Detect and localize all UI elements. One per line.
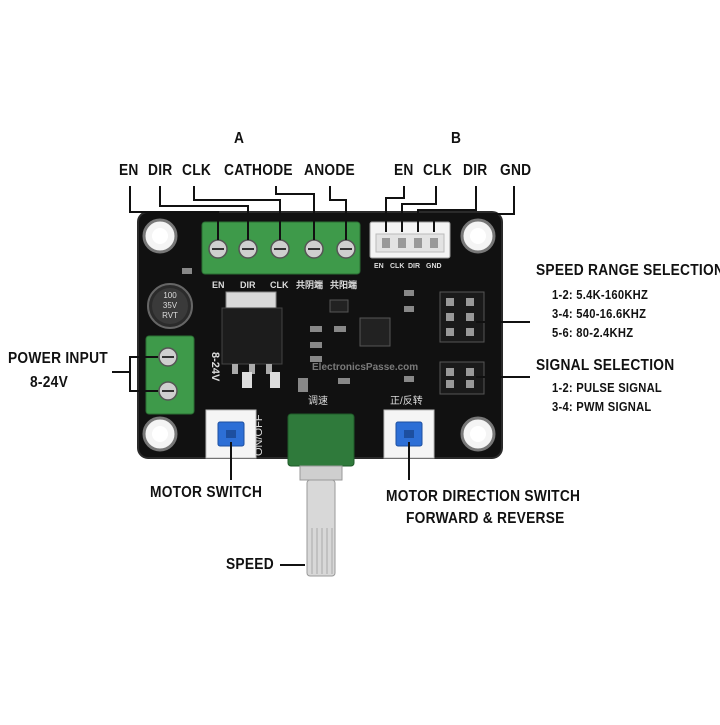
speed-range-title: SPEED RANGE SELECTION xyxy=(536,262,720,279)
speed-range-item-0: 1-2: 5.4K-160KHZ xyxy=(552,287,649,302)
silk-a-3: 共阴端 xyxy=(296,279,323,290)
power-input-voltage: 8-24V xyxy=(30,374,69,391)
dir-cn: 正/反转 xyxy=(390,394,423,407)
silk-a-1: DIR xyxy=(240,280,256,290)
speed-cn: 调速 xyxy=(308,395,328,407)
terminal-b-clk: CLK xyxy=(423,162,453,179)
silk-a-2: CLK xyxy=(270,280,289,290)
smd-parts xyxy=(182,268,414,392)
motor-switch-label: MOTOR SWITCH xyxy=(150,484,263,501)
terminal-a-clk: CLK xyxy=(182,162,212,179)
electrolytic-capacitor: 100 35V RVT xyxy=(147,283,193,329)
silk-a-4: 共阳端 xyxy=(330,279,357,290)
cap-text-0: 100 xyxy=(163,291,177,300)
mounting-holes xyxy=(142,218,496,452)
main-ic xyxy=(359,317,391,347)
terminal-a-cathode: CATHODE xyxy=(224,162,293,179)
speed-jumper-header xyxy=(439,291,485,343)
terminal-a-anode: ANODE xyxy=(304,162,355,179)
power-silk: 8-24V xyxy=(209,352,221,382)
terminal-a-en: EN xyxy=(119,162,139,179)
silk-b-0: EN xyxy=(374,263,384,270)
signal-selection-item-0: 1-2: PULSE SIGNAL xyxy=(552,380,662,395)
group-b-label: B xyxy=(451,130,462,147)
direction-switch-line1: MOTOR DIRECTION SWITCH xyxy=(386,488,581,505)
speed-range-item-1: 3-4: 540-16.6KHZ xyxy=(552,306,647,321)
terminal-a-dir: DIR xyxy=(148,162,173,179)
speed-potentiometer xyxy=(287,413,355,577)
signal-selection-item-1: 3-4: PWM SIGNAL xyxy=(552,399,652,414)
terminal-block-a xyxy=(201,221,361,275)
power-input-title: POWER INPUT xyxy=(8,350,108,367)
terminal-b-gnd: GND xyxy=(500,162,532,179)
signal-selection-title: SIGNAL SELECTION xyxy=(536,357,675,374)
direction-switch-line2: FORWARD & REVERSE xyxy=(406,510,565,527)
cap-text-2: RVT xyxy=(162,311,178,320)
silk-b-1: CLK xyxy=(390,263,404,270)
speed-label: SPEED xyxy=(226,556,274,573)
silk-b-2: DIR xyxy=(408,263,420,270)
power-terminal xyxy=(145,335,195,415)
silk-a-0: EN xyxy=(212,280,225,290)
silk-b-3: GND xyxy=(426,263,442,270)
voltage-regulator xyxy=(221,291,283,374)
signal-jumper-header xyxy=(439,361,485,395)
small-ic xyxy=(329,299,349,313)
speed-range-item-2: 5-6: 80-2.4KHZ xyxy=(552,325,634,340)
cap-text-1: 35V xyxy=(163,301,178,310)
terminal-b-en: EN xyxy=(394,162,414,179)
watermark: ElectronicsPasse.com xyxy=(312,362,418,373)
group-a-label: A xyxy=(234,130,245,147)
leader-lines xyxy=(112,186,530,566)
terminal-b-dir: DIR xyxy=(463,162,488,179)
connector-b xyxy=(369,221,451,259)
